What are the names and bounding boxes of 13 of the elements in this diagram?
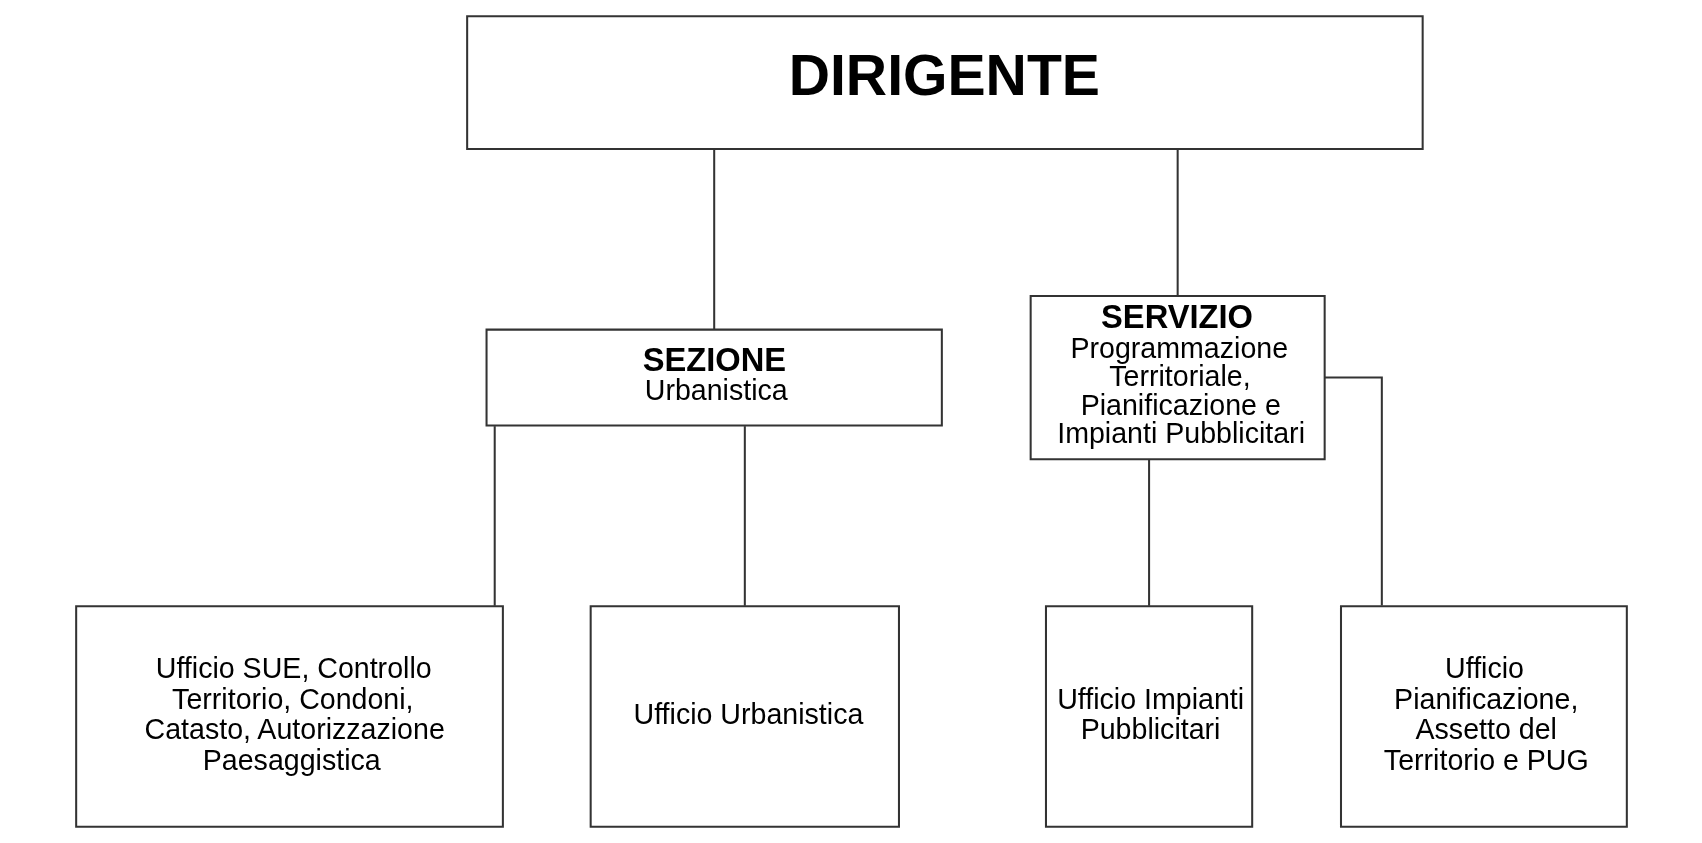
node-box: Ufficio Impianti Pubblicitari xyxy=(1044,605,1253,828)
connector xyxy=(712,149,715,330)
node-box: DIRIGENTE xyxy=(465,15,1424,150)
connector xyxy=(743,426,746,606)
node-box: SERVIZIO Programmazione Territoriale, Pianificazione e Impianti Pubblicitari xyxy=(1029,294,1326,461)
node-box: Ufficio SUE, Controllo Territorio, Condoni, Catasto, Autorizzazione Paesaggistica xyxy=(74,605,504,828)
node-box: Ufficio Urbanistica xyxy=(589,605,900,828)
connector xyxy=(1176,149,1179,296)
connector xyxy=(1147,459,1150,606)
connector xyxy=(493,426,496,606)
node-box: Ufficio Pianificazione, Assetto del Territorio e PUG xyxy=(1339,605,1628,828)
node-box: SEZIONE Urbanistica xyxy=(485,328,943,427)
connector xyxy=(1324,376,1383,606)
